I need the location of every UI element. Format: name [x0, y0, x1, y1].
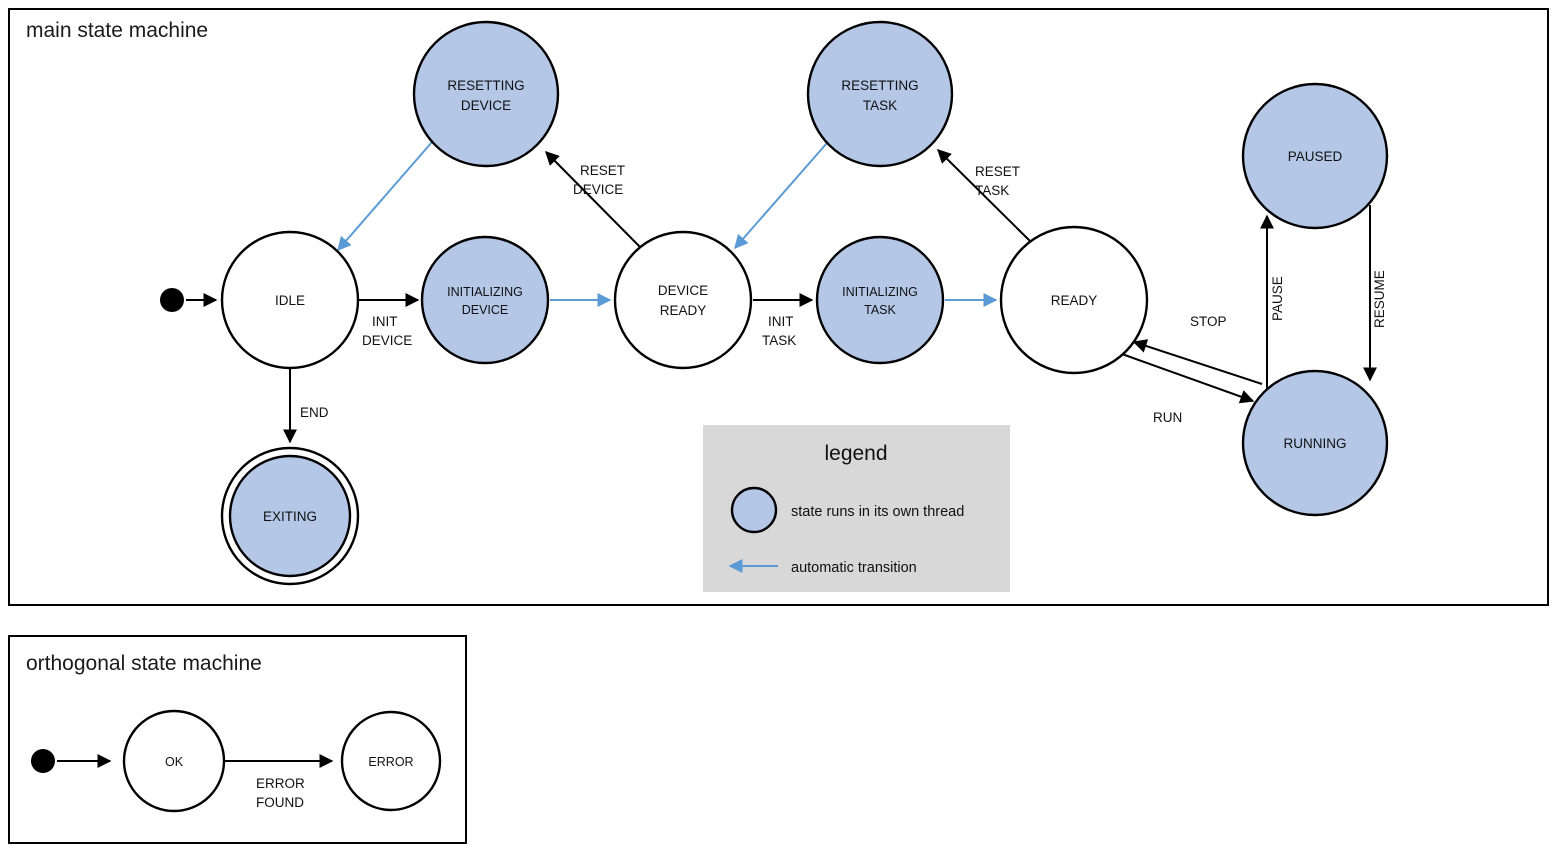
edge-label-run: RUN: [1153, 410, 1182, 425]
edge-label-init-task-line1: INIT: [768, 314, 794, 329]
state-running-label: RUNNING: [1284, 436, 1347, 451]
transition-ready-reset-task: [937, 149, 1032, 243]
edge-label-pause: PAUSE: [1270, 276, 1285, 321]
state-initializing-device-shape[interactable]: [420, 235, 550, 365]
edge-label-init-task-line2: TASK: [762, 333, 796, 348]
state-error-label: ERROR: [368, 755, 413, 769]
edge-label-reset-task-line1: RESET: [975, 164, 1020, 179]
state-running[interactable]: RUNNING: [1241, 369, 1389, 517]
state-initializing-device[interactable]: INITIALIZING DEVICE: [420, 235, 550, 365]
legend: legend state runs in its own thread auto…: [703, 425, 1010, 592]
edge-label-error-found-line2: FOUND: [256, 795, 304, 810]
edge-label-init-device-line2: DEVICE: [362, 333, 412, 348]
state-initializing-task-label-line1: INITIALIZING: [842, 285, 918, 299]
state-ok-label: OK: [165, 755, 184, 769]
orthogonal-initial-state-marker: [31, 749, 55, 773]
state-paused[interactable]: PAUSED: [1241, 82, 1389, 230]
state-device-ready-label-line2: READY: [660, 303, 707, 318]
edge-label-stop: STOP: [1190, 314, 1227, 329]
state-device-ready-shape[interactable]: [613, 230, 753, 370]
legend-thread-state-text: state runs in its own thread: [791, 504, 964, 520]
state-initializing-task[interactable]: INITIALIZING TASK: [815, 235, 945, 365]
state-initializing-device-label-line1: INITIALIZING: [447, 285, 523, 299]
state-exiting-shape[interactable]: [228, 454, 352, 578]
state-idle[interactable]: IDLE: [220, 230, 360, 370]
state-resetting-device[interactable]: RESETTING DEVICE: [412, 20, 560, 168]
state-paused-label: PAUSED: [1288, 149, 1343, 164]
state-resetting-device-label-line2: DEVICE: [461, 98, 511, 113]
orthogonal-frame-title: orthogonal state machine: [26, 652, 262, 675]
state-initializing-task-shape[interactable]: [815, 235, 945, 365]
transition-ready-run: [1121, 353, 1255, 404]
transition-deviceready-reset-device: [545, 151, 641, 248]
edge-label-reset-device-line2: DEVICE: [573, 182, 623, 197]
state-error[interactable]: ERROR: [340, 710, 442, 812]
state-device-ready[interactable]: DEVICE READY: [613, 230, 753, 370]
edge-label-end: END: [300, 405, 329, 420]
state-ready-shape[interactable]: [999, 225, 1149, 375]
legend-thread-state-circle-icon: [730, 486, 778, 534]
legend-title: legend: [824, 442, 887, 465]
state-paused-shape[interactable]: [1241, 82, 1389, 230]
state-initializing-device-label-line2: DEVICE: [462, 303, 509, 317]
initial-state-marker: [160, 288, 184, 312]
state-ready[interactable]: READY: [999, 225, 1149, 375]
state-exiting[interactable]: EXITING: [220, 446, 360, 586]
state-resetting-task-label-line1: RESETTING: [841, 78, 918, 93]
state-idle-shape[interactable]: [220, 230, 360, 370]
legend-auto-transition-text: automatic transition: [791, 560, 917, 576]
state-ready-label: READY: [1051, 293, 1098, 308]
transition-resetdevice-idle: [337, 141, 433, 252]
main-frame-title: main state machine: [26, 19, 208, 42]
edge-label-resume: RESUME: [1372, 270, 1387, 328]
state-resetting-task[interactable]: RESETTING TASK: [806, 20, 954, 168]
edge-label-error-found-line1: ERROR: [256, 776, 305, 791]
edge-label-reset-task-line2: TASK: [975, 183, 1009, 198]
edge-label-init-device-line1: INIT: [372, 314, 398, 329]
state-ok[interactable]: OK: [122, 709, 226, 813]
state-error-shape[interactable]: [340, 710, 442, 812]
state-running-shape[interactable]: [1241, 369, 1389, 517]
state-exiting-label: EXITING: [263, 509, 317, 524]
state-idle-label: IDLE: [275, 293, 305, 308]
state-initializing-task-label-line2: TASK: [864, 303, 896, 317]
main-states: IDLE INITIALIZING DEVICE DEVICE READY IN…: [220, 20, 1389, 586]
state-device-ready-label-line1: DEVICE: [658, 283, 708, 298]
main-transitions: INIT DEVICE INIT TASK RESET DEVICE RESET…: [186, 141, 1387, 444]
transition-running-stop: [1132, 339, 1263, 385]
state-resetting-device-shape[interactable]: [412, 20, 560, 168]
state-ok-shape[interactable]: [122, 709, 226, 813]
orthogonal-state-machine-frame: orthogonal state machine ERROR FOUND OK …: [8, 635, 467, 844]
edge-label-reset-device-line1: RESET: [580, 163, 625, 178]
state-resetting-task-shape[interactable]: [806, 20, 954, 168]
transition-resettask-deviceready: [734, 142, 828, 250]
state-resetting-device-label-line1: RESETTING: [447, 78, 524, 93]
state-resetting-task-label-line2: TASK: [863, 98, 897, 113]
